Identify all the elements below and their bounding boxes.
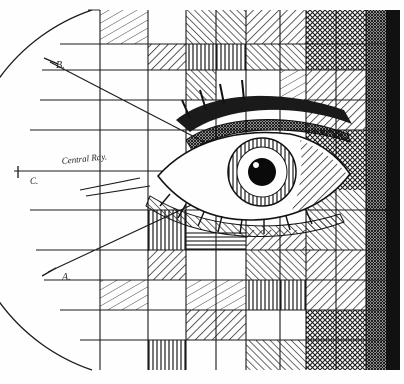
label-a: A. bbox=[61, 272, 71, 283]
tick-marks bbox=[18, 58, 58, 276]
shade-cell bbox=[246, 250, 306, 280]
label-b: B. bbox=[56, 60, 65, 71]
shade-cell bbox=[100, 10, 148, 44]
shade-cell bbox=[280, 70, 306, 100]
shade-cell bbox=[148, 340, 186, 370]
shade-cell bbox=[148, 44, 186, 70]
edge-shadow bbox=[386, 10, 400, 370]
pupil-highlight bbox=[253, 162, 259, 168]
shade-cell bbox=[246, 340, 306, 370]
shade-cell bbox=[246, 10, 306, 44]
label-c: C. bbox=[30, 176, 38, 186]
pupil bbox=[248, 158, 276, 186]
shade-cell bbox=[246, 280, 306, 310]
shade-cell bbox=[100, 280, 148, 310]
shade-cell bbox=[148, 250, 186, 280]
protractor-arc bbox=[0, 10, 92, 370]
shade-cell bbox=[246, 44, 306, 70]
shade-cell bbox=[366, 10, 386, 370]
